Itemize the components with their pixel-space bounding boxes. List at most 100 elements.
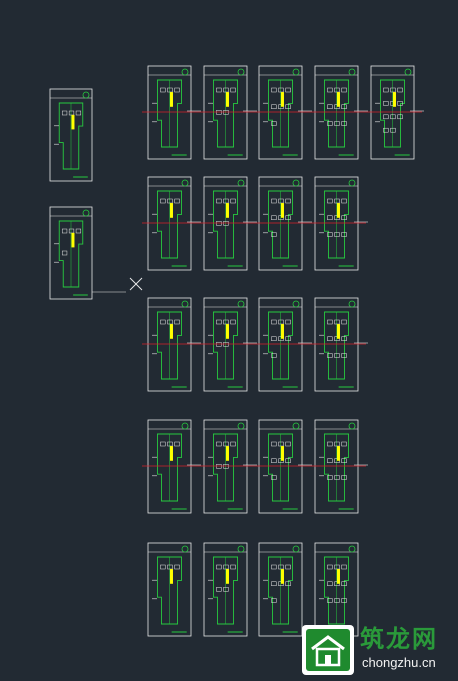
detail-block [285,581,291,586]
detail-block [278,87,284,93]
detail-block [334,353,340,358]
detail-block [174,198,180,204]
detail-block [327,87,333,93]
north-marker [181,422,189,430]
drawing-sheet [314,65,359,160]
plan-walls [268,556,293,625]
watermark-title: 筑龙网 [360,624,438,653]
drawing-sheet [147,419,192,514]
detail-block [223,198,229,204]
detail-block [397,114,403,120]
highlight-element [280,92,284,107]
detail-block [285,87,291,93]
detail-block [334,232,340,237]
plan-walls [213,79,238,148]
highlight-element [336,569,340,584]
north-marker [292,545,300,553]
detail-block [334,475,340,480]
sheet-frame [147,419,192,514]
sheet-frame [314,65,359,160]
north-marker [292,179,300,187]
sheet-frame [203,65,248,160]
detail-block [271,441,277,447]
highlight-element [225,324,229,339]
detail-block [334,198,340,204]
plan-walls [213,433,238,502]
north-marker [237,422,245,430]
detail-block [341,598,347,603]
highlight-element [169,203,173,218]
detail-block [341,121,347,126]
highlight-element [336,446,340,461]
north-marker [348,300,356,308]
highlight-element [71,232,75,248]
detail-block [271,104,277,109]
sheet-frame [147,297,192,392]
detail-block [223,441,229,447]
detail-block [230,87,236,93]
highlight-element [71,114,75,130]
north-marker [181,300,189,308]
detail-block [167,441,173,447]
plan-walls [324,311,349,380]
watermark-url: chongzhu.cn [362,655,436,670]
detail-block [341,215,347,220]
detail-block [285,215,291,220]
detail-block [68,110,75,116]
north-marker [181,179,189,187]
highlight-element [336,92,340,107]
highlight-element [280,203,284,218]
highlight-element [225,569,229,584]
detail-block [285,564,291,570]
detail-block [271,319,277,325]
drawing-sheet [314,542,359,637]
detail-block [271,87,277,93]
detail-block [341,232,347,237]
sheet-frame [258,297,303,392]
detail-block [223,564,229,570]
detail-block [216,319,222,325]
side-drawing-sheet [49,206,93,300]
detail-block [167,564,173,570]
drawing-sheet [258,65,303,160]
highlight-element [169,92,173,107]
highlight-element [280,324,284,339]
drawing-sheet [370,65,415,160]
sheet-frame [203,176,248,271]
detail-block [68,228,75,234]
north-marker [348,68,356,76]
detail-block [75,110,82,116]
detail-block [383,101,389,106]
detail-block [390,87,396,93]
detail-block [327,353,333,358]
detail-block [271,353,277,358]
highlight-element [169,324,173,339]
detail-block [341,104,347,109]
detail-block [216,198,222,204]
detail-block [174,319,180,325]
detail-block [285,336,291,341]
detail-block [341,319,347,325]
plan-walls [268,433,293,502]
detail-block [271,121,277,126]
detail-block [341,353,347,358]
detail-block [216,87,222,93]
highlight-element [392,92,396,107]
drawing-sheet [147,297,192,392]
detail-block [271,336,277,341]
detail-block [327,121,333,126]
drawing-sheet [203,297,248,392]
detail-block [327,581,333,586]
plan-walls [324,79,349,148]
detail-block [285,319,291,325]
sheet-frame [49,206,93,300]
detail-block [334,319,340,325]
detail-block [334,564,340,570]
sheet-frame [370,65,415,160]
drawing-sheet [314,297,359,392]
detail-block [216,441,222,447]
detail-block [327,475,333,480]
plan-walls [324,556,349,625]
detail-block [341,475,347,480]
